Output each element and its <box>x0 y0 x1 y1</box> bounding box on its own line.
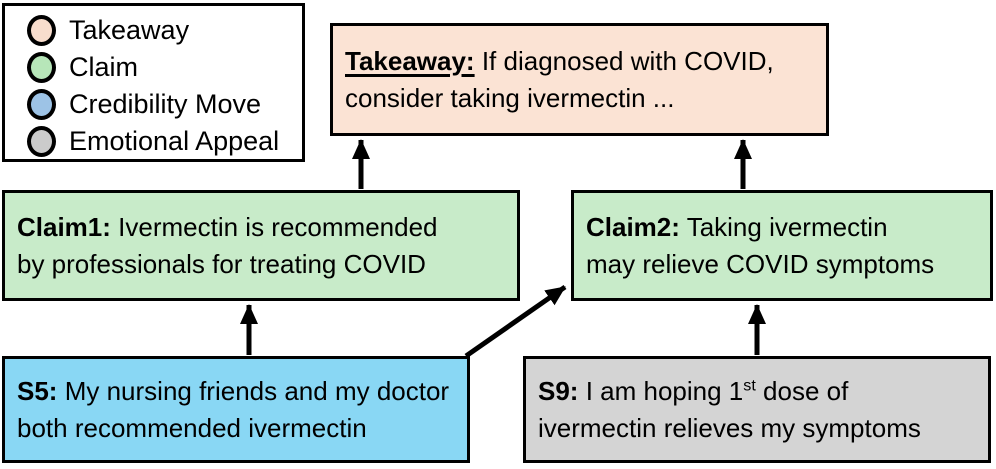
node-s5-text: S5: My nursing friends and my doctor bot… <box>17 375 450 443</box>
node-takeaway-text: Takeaway: If diagnosed with COVID, consi… <box>345 45 774 113</box>
node-claim1: Claim1: Ivermectin is recommended by pro… <box>2 190 520 301</box>
node-claim2-label: Claim2: <box>586 211 680 242</box>
node-claim1-text: Claim1: Ivermectin is recommended by pro… <box>17 211 438 279</box>
node-s9-label: S9: <box>538 375 579 406</box>
legend-item-claim: Claim <box>27 49 302 86</box>
legend-label-takeaway: Takeaway <box>69 15 190 45</box>
legend-item-takeaway: Takeaway <box>27 12 302 49</box>
node-takeaway-label: Takeaway: <box>345 45 475 76</box>
legend-label-emotional-appeal: Emotional Appeal <box>69 126 280 156</box>
legend-label-claim: Claim <box>69 52 139 82</box>
legend-item-emotional-appeal: Emotional Appeal <box>27 123 302 160</box>
node-s9-text: S9: I am hoping 1st dose of ivermectin r… <box>538 375 921 443</box>
takeaway-color-swatch <box>27 15 56 46</box>
node-claim2: Claim2: Taking ivermectin may relieve CO… <box>571 190 993 301</box>
legend-label-credibility-move: Credibility Move <box>69 89 262 119</box>
node-claim2-text: Claim2: Taking ivermectin may relieve CO… <box>586 211 935 279</box>
credibility-move-color-swatch <box>27 89 56 120</box>
legend: Takeaway Claim Credibility Move Emotiona… <box>2 3 305 162</box>
node-takeaway: Takeaway: If diagnosed with COVID, consi… <box>330 23 829 136</box>
legend-item-credibility-move: Credibility Move <box>27 86 302 123</box>
claim-color-swatch <box>27 52 56 83</box>
node-s5-credibility-move: S5: My nursing friends and my doctor bot… <box>2 356 470 463</box>
ordinal-superscript: st <box>743 375 756 394</box>
node-claim1-label: Claim1: <box>17 211 111 242</box>
node-s9-emotional-appeal: S9: I am hoping 1st dose of ivermectin r… <box>523 356 991 463</box>
emotional-appeal-color-swatch <box>27 126 56 157</box>
node-s5-label: S5: <box>17 375 58 406</box>
